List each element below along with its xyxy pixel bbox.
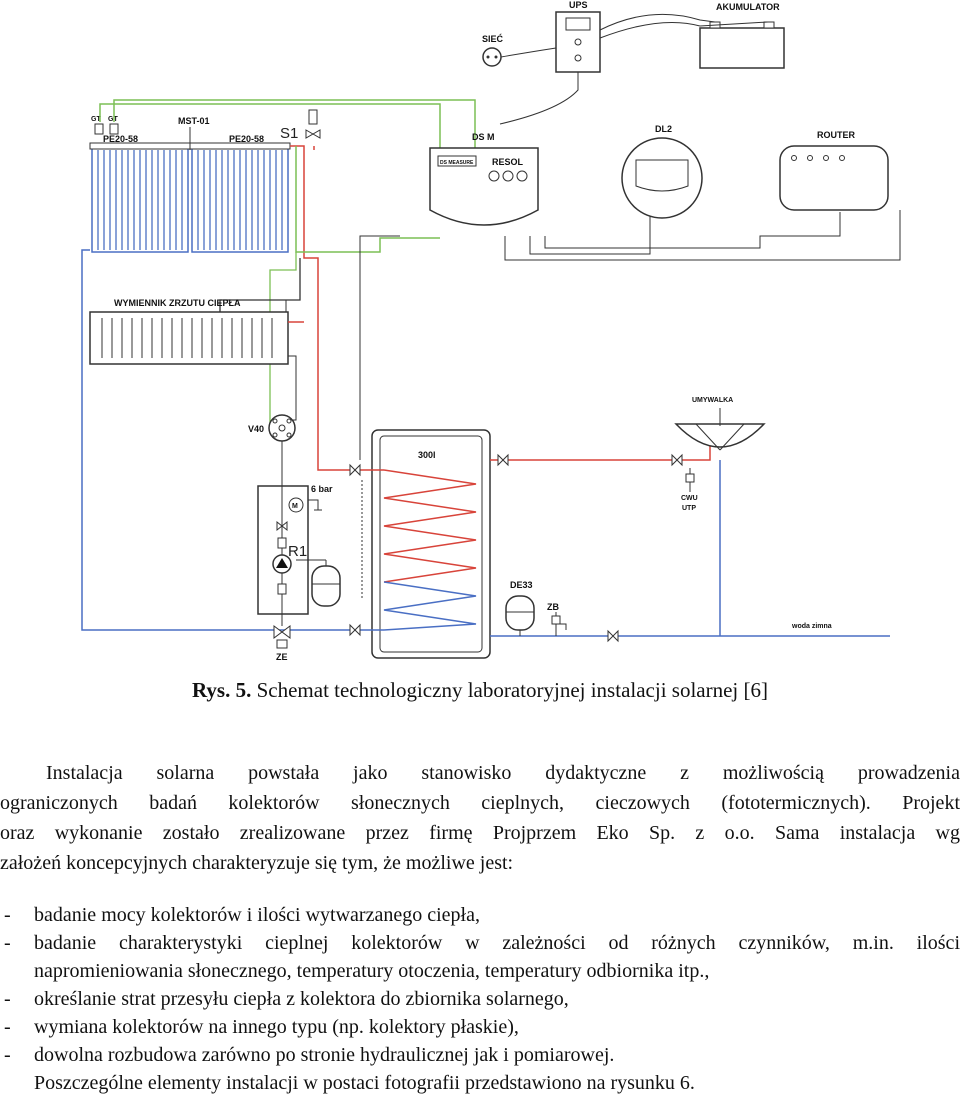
figure-caption: Rys. 5. Schemat technologiczny laborator… bbox=[0, 678, 960, 703]
router: ROUTER bbox=[779, 130, 889, 211]
list-item-text: badanie charakterystyki cieplnej kolekto… bbox=[34, 932, 960, 954]
flow-meter-v40: V40 bbox=[248, 414, 296, 442]
ups-unit: UPS bbox=[555, 0, 601, 73]
list-dash: - bbox=[4, 1016, 11, 1038]
closing-sentence: Poszczególne elementy instalacji w posta… bbox=[0, 1069, 960, 1097]
controller-resol: DS MEASURE RESOL DS M bbox=[429, 132, 539, 226]
utp-label: UTP bbox=[682, 505, 696, 512]
washbasin-label: UMYWALKA bbox=[692, 397, 733, 404]
list-item: - dowolna rozbudowa zarówno po stronie h… bbox=[0, 1041, 960, 1069]
figure-caption-label: Rys. 5. bbox=[191, 678, 252, 702]
zb-label: ZB bbox=[547, 602, 559, 612]
paragraph-line-2: ograniczonych badań kolektorów słoneczny… bbox=[0, 792, 960, 814]
intro-paragraph: Instalacja solarna powstała jako stanowi… bbox=[0, 758, 960, 878]
resol-label: RESOL bbox=[492, 157, 524, 167]
list-item: - określanie strat przesyłu ciepła z kol… bbox=[0, 985, 960, 1013]
list-item: - wymiana kolektorów na innego typu (np.… bbox=[0, 1013, 960, 1041]
ups-label: UPS bbox=[569, 0, 588, 10]
cwu-label: CWU bbox=[681, 495, 698, 502]
list-dash: - bbox=[4, 988, 11, 1010]
router-label: ROUTER bbox=[817, 130, 856, 140]
v40-label: V40 bbox=[248, 424, 264, 434]
installation-schematic: UPS AKUMULATOR SIEĆ bbox=[81, 0, 901, 662]
mains-socket: SIEĆ bbox=[482, 33, 504, 67]
list-item-text: badanie mocy kolektorów i ilości wytwarz… bbox=[34, 904, 480, 926]
list-item-text: określanie strat przesyłu ciepła z kolek… bbox=[34, 988, 569, 1010]
list-dash: - bbox=[4, 904, 11, 926]
exchanger-label: WYMIENNIK ZRZUTU CIEPŁA bbox=[114, 298, 241, 308]
pump-station-r1: M R1 bbox=[257, 485, 309, 615]
gt-label-1: GT bbox=[91, 116, 101, 123]
valve-ze: ZE bbox=[273, 614, 291, 662]
storage-tank: 300l bbox=[371, 429, 491, 659]
solar-collectors: PE20-58 PE20-58 MST-01 GT GT S1 bbox=[89, 116, 298, 253]
heat-exchanger: WYMIENNIK ZRZUTU CIEPŁA bbox=[89, 298, 289, 365]
ze-label: ZE bbox=[276, 652, 288, 662]
accumulator: AKUMULATOR bbox=[699, 2, 785, 69]
cold-water-label: woda zimna bbox=[791, 623, 832, 630]
dsm-label: DS M bbox=[472, 132, 495, 142]
de33-label: DE33 bbox=[510, 580, 533, 590]
collector-2-label: PE20-58 bbox=[229, 134, 264, 144]
resol-badge: DS MEASURE bbox=[440, 160, 474, 166]
expansion-vessel bbox=[296, 559, 341, 607]
figure-caption-text: Schemat technologiczny laboratoryjnej in… bbox=[251, 678, 768, 702]
s1-label: S1 bbox=[280, 125, 298, 142]
closing-text: Poszczególne elementy instalacji w posta… bbox=[34, 1072, 695, 1094]
data-logger-dl2: DL2 bbox=[621, 124, 703, 219]
list-item-text: napromieniowania słonecznego, temperatur… bbox=[34, 960, 710, 982]
list-item: - badanie charakterystyki cieplnej kolek… bbox=[0, 929, 960, 957]
motor-label: M bbox=[292, 503, 298, 510]
washbasin: UMYWALKA bbox=[674, 397, 766, 451]
list-dash: - bbox=[4, 932, 11, 954]
dl2-label: DL2 bbox=[655, 124, 672, 134]
list-item-continuation: napromieniowania słonecznego, temperatur… bbox=[0, 957, 960, 985]
mains-label: SIEĆ bbox=[482, 33, 504, 44]
expansion-vessel-de33: DE33 bbox=[505, 580, 535, 636]
tank-label: 300l bbox=[418, 450, 436, 460]
list-item: - badanie mocy kolektorów i ilości wytwa… bbox=[0, 901, 960, 929]
accumulator-label: AKUMULATOR bbox=[716, 2, 780, 12]
paragraph-line-1: Instalacja solarna powstała jako stanowi… bbox=[46, 762, 960, 784]
capabilities-list: - badanie mocy kolektorów i ilości wytwa… bbox=[0, 901, 960, 1097]
paragraph-line-3: oraz wykonanie zostało zrealizowane prze… bbox=[0, 822, 960, 844]
list-dash: - bbox=[4, 1044, 11, 1066]
r1-label: R1 bbox=[288, 543, 307, 560]
pressure-label: 6 bar bbox=[311, 484, 333, 494]
gt-label-2: GT bbox=[108, 116, 118, 123]
valve-zb: ZB bbox=[547, 602, 567, 636]
mst-label: MST-01 bbox=[178, 116, 210, 126]
collector-1-label: PE20-58 bbox=[103, 134, 138, 144]
paragraph-line-4: założeń koncepcyjnych charakteryzuje się… bbox=[0, 852, 514, 874]
list-item-text: dowolna rozbudowa zarówno po stronie hyd… bbox=[34, 1044, 615, 1066]
list-item-text: wymiana kolektorów na innego typu (np. k… bbox=[34, 1016, 519, 1038]
